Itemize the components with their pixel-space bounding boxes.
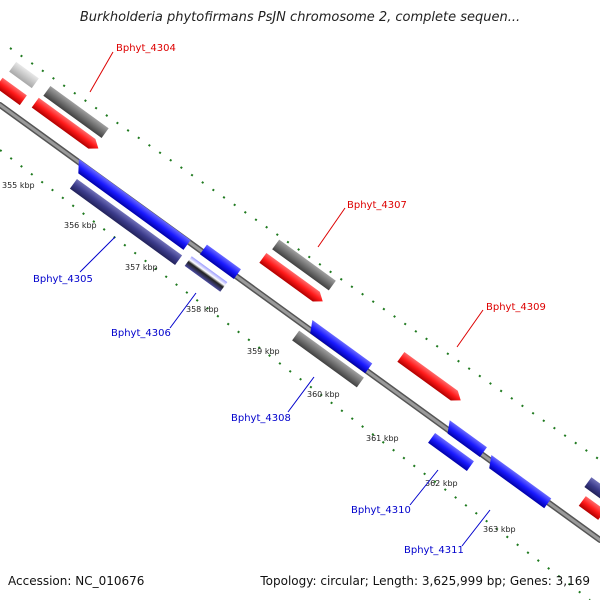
tick-label: 355 kbp — [2, 181, 35, 190]
tick-label: 363 kbp — [483, 525, 516, 534]
gene-bar — [199, 244, 241, 279]
gene-label-bphyt-4305[interactable]: Bphyt_4305 — [33, 274, 93, 285]
gene-bar — [489, 454, 552, 509]
genome-summary: Topology: circular; Length: 3,625,999 bp… — [260, 574, 590, 588]
gene-bar — [31, 97, 99, 149]
gene-label-bphyt-4311[interactable]: Bphyt_4311 — [404, 545, 464, 556]
gene-bar — [584, 477, 600, 499]
gene-bar — [43, 85, 109, 139]
accession-label: Accession: NC_010676 — [8, 574, 145, 588]
map-title: Burkholderia phytofirmans PsJN chromosom… — [79, 10, 521, 25]
gene-bar — [292, 330, 364, 388]
gene-label-bphyt-4304[interactable]: Bphyt_4304 — [116, 43, 176, 54]
gene-bar — [272, 239, 336, 291]
tick-label: 359 kbp — [247, 347, 280, 356]
gene-bar — [259, 252, 323, 302]
gene-labels: Bphyt_4304 Bphyt_4305 Bphyt_4306 Bphyt_4… — [33, 43, 546, 556]
gene-bar — [428, 433, 474, 471]
gene-bar — [310, 319, 373, 374]
gene-bar — [447, 420, 487, 457]
gene-bar — [578, 496, 600, 520]
gene-bar — [9, 61, 39, 89]
gene-bar — [184, 256, 228, 292]
gene-bar — [69, 178, 183, 266]
tick-label: 360 kbp — [307, 390, 340, 399]
gene-label-bphyt-4306[interactable]: Bphyt_4306 — [111, 328, 171, 339]
tick-track-outer — [9, 47, 600, 461]
kbp-scale: 355 kbp 356 kbp 357 kbp 358 kbp 359 kbp … — [2, 181, 516, 534]
tick-label: 357 kbp — [125, 263, 158, 272]
tick-label: 361 kbp — [366, 434, 399, 443]
gene-label-bphyt-4310[interactable]: Bphyt_4310 — [351, 505, 411, 516]
gene-label-bphyt-4307[interactable]: Bphyt_4307 — [347, 200, 407, 211]
gene-features — [0, 61, 600, 520]
gene-bar — [0, 77, 27, 106]
tick-label: 356 kbp — [64, 221, 97, 230]
gene-label-bphyt-4308[interactable]: Bphyt_4308 — [231, 413, 291, 424]
tick-label: 362 kbp — [425, 479, 458, 488]
gene-bar — [397, 351, 461, 401]
gene-bar — [78, 159, 191, 250]
label-leaders — [79, 51, 491, 547]
tick-label: 358 kbp — [186, 305, 219, 314]
gene-label-bphyt-4309[interactable]: Bphyt_4309 — [486, 302, 546, 313]
